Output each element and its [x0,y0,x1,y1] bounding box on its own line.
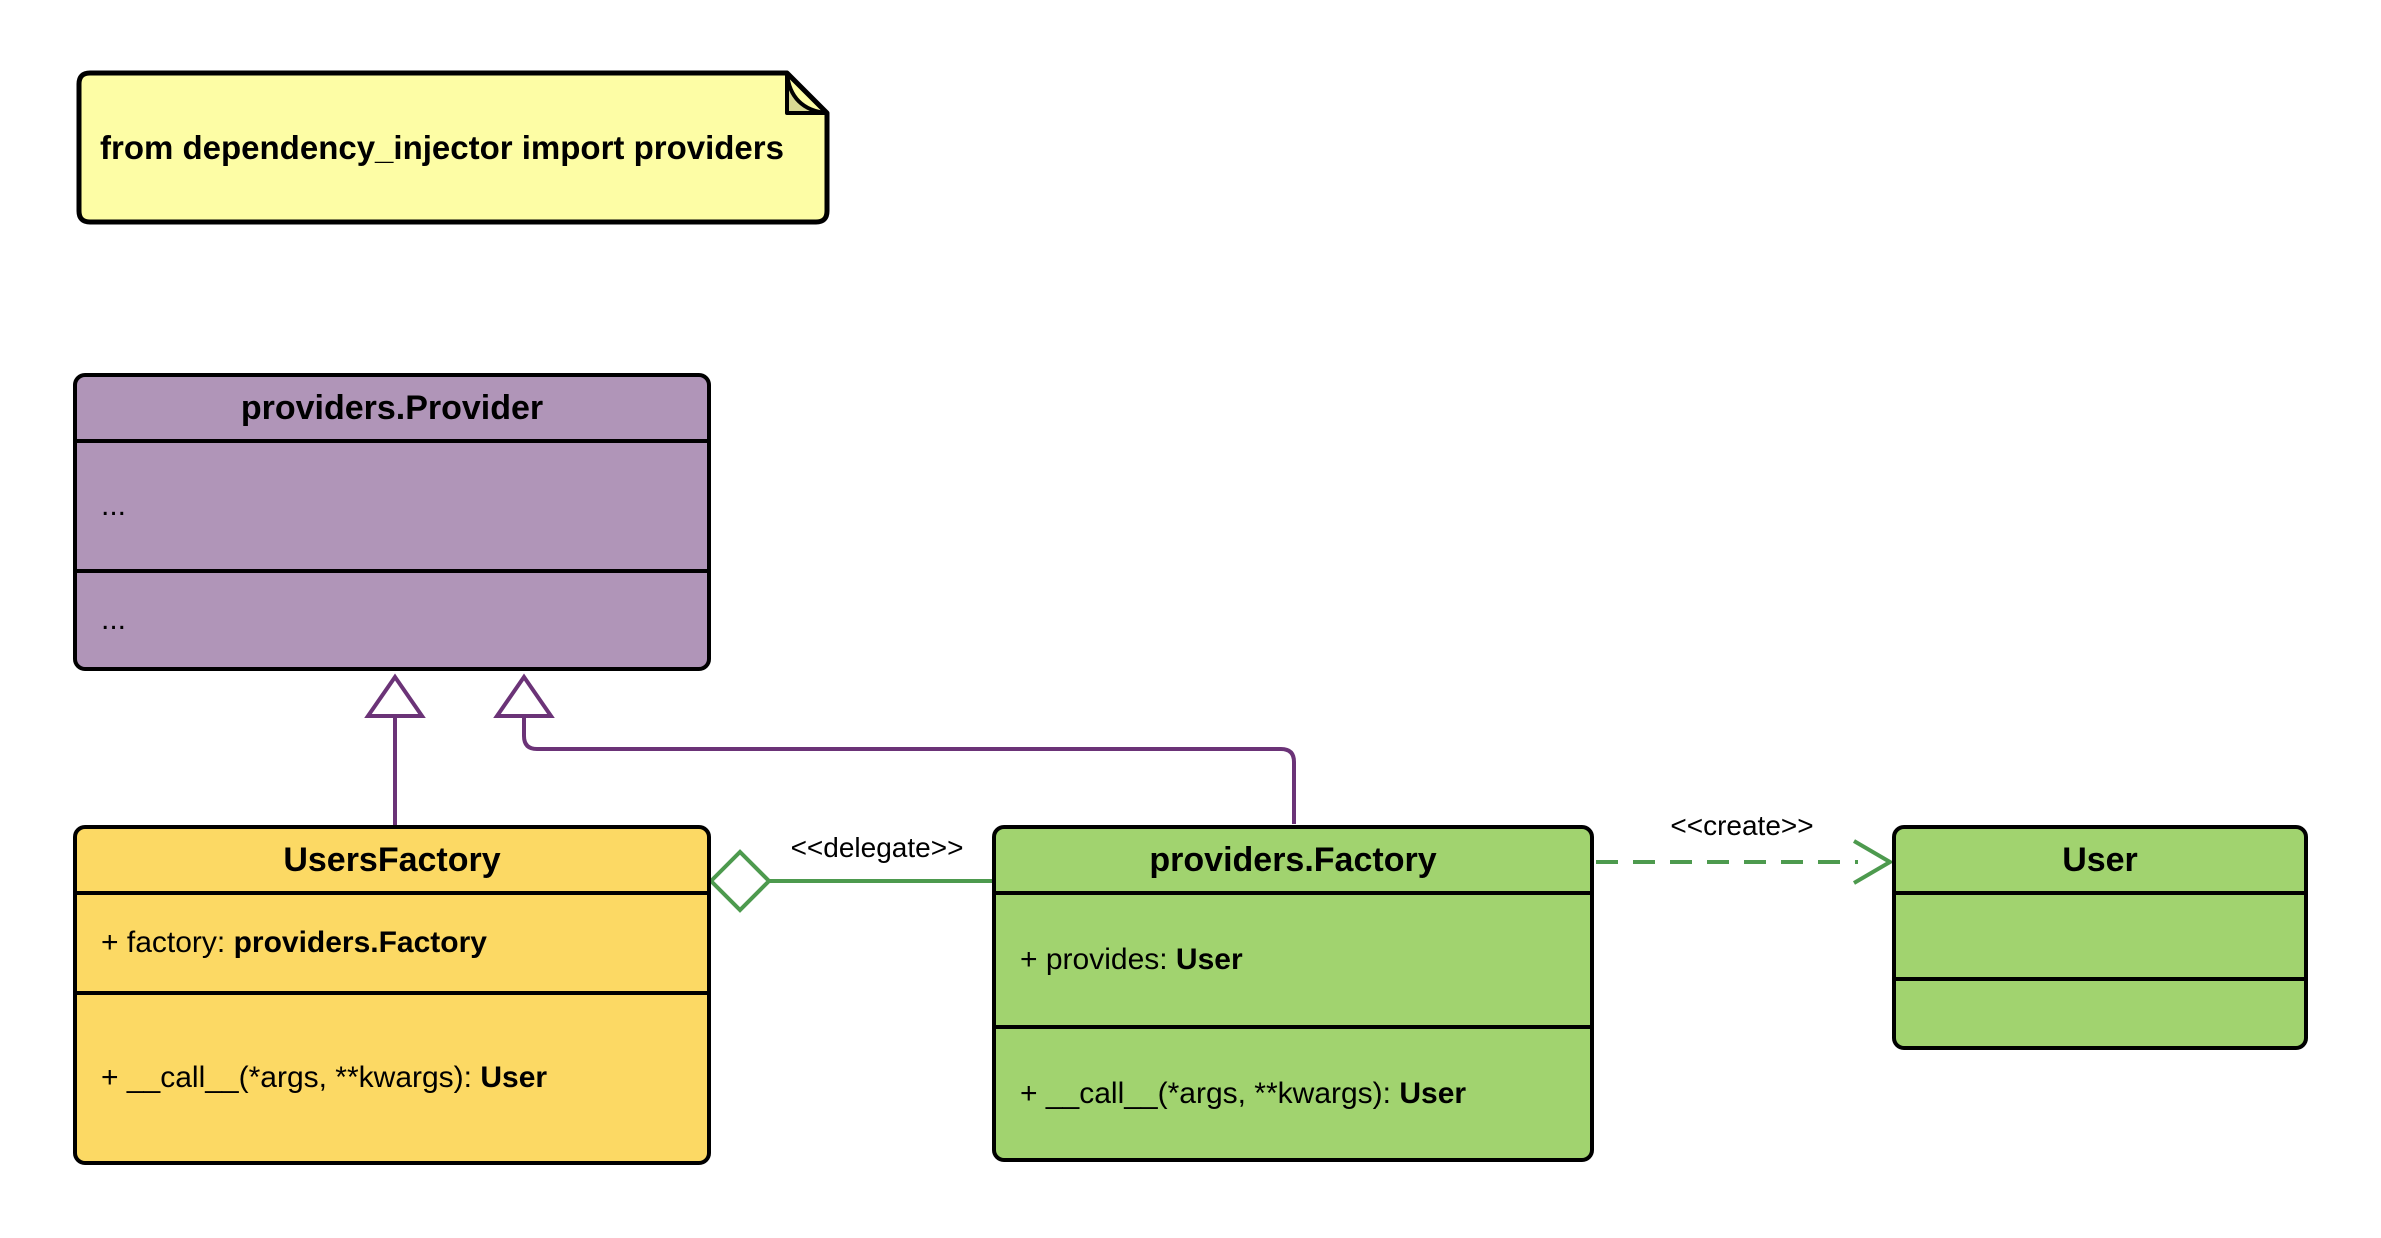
inheritance-connector-factory [493,673,1296,824]
class-title: User [1896,829,2304,895]
create-label: <<create>> [1670,810,1814,841]
methods-compartment [1896,981,2304,1046]
code-note: from dependency_injector import provider… [76,70,830,225]
class-providers-factory: providers.Factory + provides: User + __c… [992,825,1594,1162]
method-row: + __call__(*args, **kwargs): User [101,1061,548,1094]
note-text: from dependency_injector import provider… [100,128,784,166]
inheritance-connector-usersfactory [364,673,426,827]
delegate-label: <<delegate>> [790,832,964,863]
attributes-compartment: ... [77,443,707,573]
inheritance-triangle-icon [493,673,555,718]
class-title: UsersFactory [77,829,707,895]
class-providers-provider: providers.Provider ... ... [73,373,711,671]
attribute-row: + provides: User [1020,943,1243,976]
class-title: providers.Factory [996,829,1590,895]
method-row: + __call__(*args, **kwargs): User [1020,1076,1467,1110]
methods-compartment: + __call__(*args, **kwargs): User [77,995,707,1161]
methods-placeholder: ... [101,603,127,636]
aggregation-diamond-icon [708,849,772,913]
inheritance-triangle-icon [364,673,426,718]
methods-compartment: + __call__(*args, **kwargs): User [996,1029,1590,1158]
note-body [76,70,830,225]
attributes-compartment [1896,895,2304,981]
note-fold-corner-icon [785,71,829,115]
class-user: User [1892,825,2308,1050]
create-connector [1596,839,1894,885]
methods-compartment: ... [77,573,707,667]
note-shape [76,70,830,225]
attributes-placeholder: ... [101,489,127,522]
class-users-factory: UsersFactory + factory: providers.Factor… [73,825,711,1165]
open-arrowhead-icon [1852,839,1894,885]
attribute-row: + factory: providers.Factory [101,926,487,959]
attributes-compartment: + factory: providers.Factory [77,895,707,995]
attributes-compartment: + provides: User [996,895,1590,1029]
class-title: providers.Provider [77,377,707,443]
